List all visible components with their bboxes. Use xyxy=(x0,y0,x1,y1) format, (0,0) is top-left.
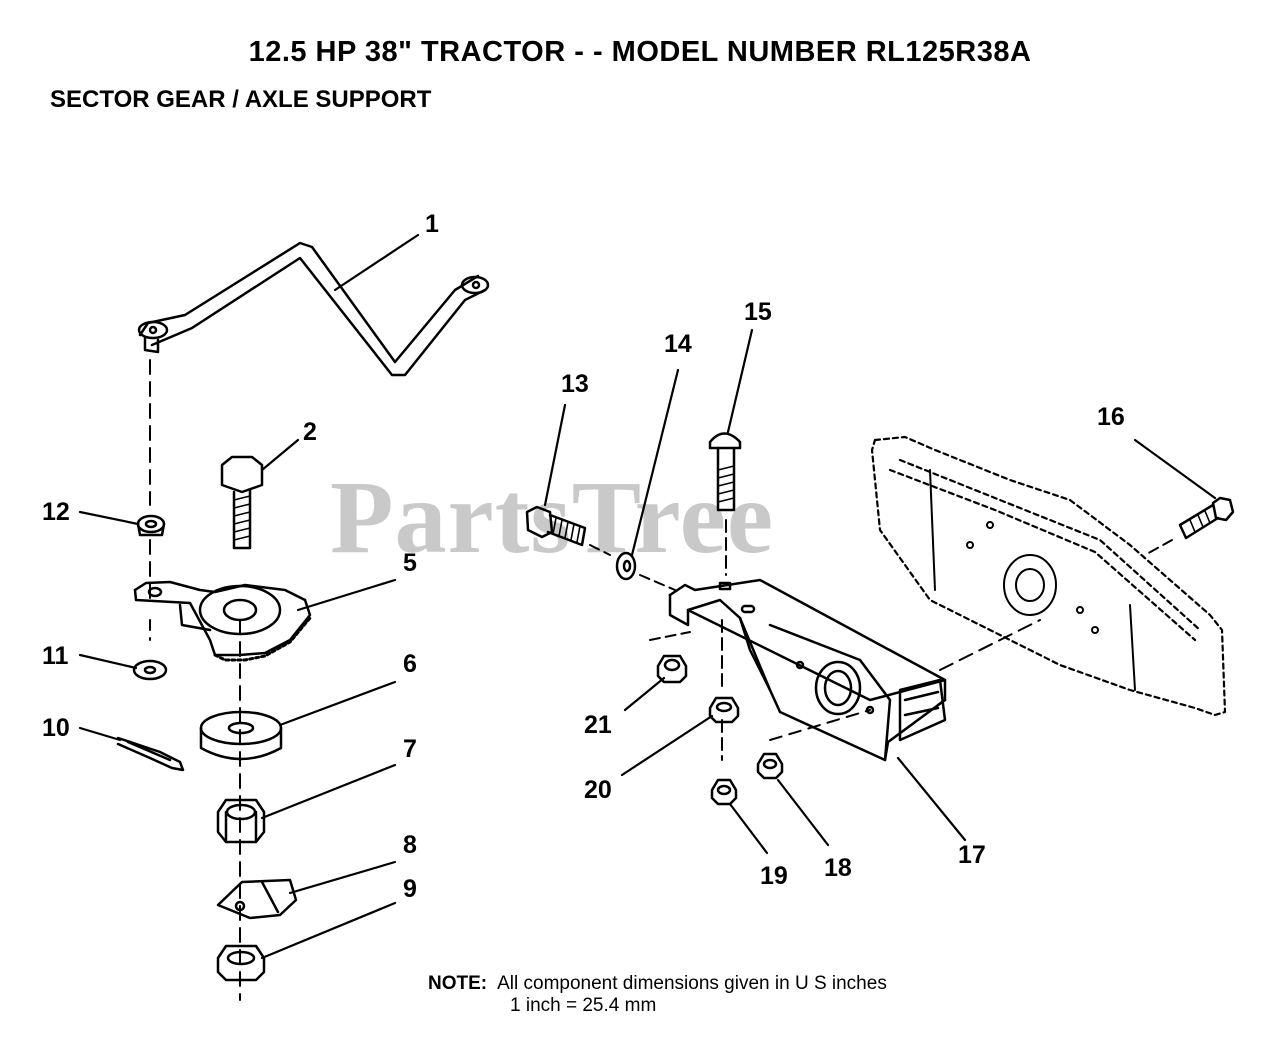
note-line-2: 1 inch = 25.4 mm xyxy=(510,995,657,1016)
callout-12: 12 xyxy=(42,498,70,526)
washer-part-11 xyxy=(132,659,168,681)
bolt-part xyxy=(220,455,264,550)
note-line-1: All component dimensions given in U S in… xyxy=(497,973,887,994)
diagram-title: 12.5 HP 38" TRACTOR - - MODEL NUMBER RL1… xyxy=(248,36,1032,68)
axle-support-part xyxy=(668,578,947,762)
callout-13: 13 xyxy=(561,370,589,398)
hex-nut-part-7 xyxy=(216,798,266,844)
callout-16: 16 xyxy=(1097,403,1125,431)
nut-part-21 xyxy=(656,654,688,684)
axle-reference xyxy=(870,435,1227,717)
leader-lines xyxy=(78,233,1217,960)
nut-part-18 xyxy=(756,752,784,780)
note-label: NOTE: xyxy=(428,973,488,994)
bolt-part-13 xyxy=(525,505,587,547)
dimension-note: NOTE: All component dimensions given in U… xyxy=(428,973,887,1017)
callout-1: 1 xyxy=(425,210,439,238)
callout-8: 8 xyxy=(403,831,417,859)
callout-20: 20 xyxy=(584,776,612,804)
callout-18: 18 xyxy=(824,854,852,882)
callout-7: 7 xyxy=(403,735,417,763)
callout-9: 9 xyxy=(403,875,417,903)
drag-link-part xyxy=(137,241,490,377)
callout-17: 17 xyxy=(958,841,986,869)
callout-2: 2 xyxy=(303,418,317,446)
bushing-part xyxy=(199,710,283,761)
hex-nut-part-9 xyxy=(216,944,266,982)
sector-gear-part xyxy=(133,580,312,662)
cotter-pin-part xyxy=(116,736,185,772)
bolt-part-16 xyxy=(1178,496,1235,540)
nut-part-19 xyxy=(710,778,738,806)
axle-reference-detail xyxy=(929,469,1136,691)
callout-14: 14 xyxy=(664,330,692,358)
clip-part xyxy=(216,878,298,920)
callout-21: 21 xyxy=(584,711,612,739)
callout-6: 6 xyxy=(403,650,417,678)
nut-part-20 xyxy=(708,696,740,724)
callout-11: 11 xyxy=(42,642,69,670)
callout-10: 10 xyxy=(42,714,70,742)
carriage-bolt-part xyxy=(708,432,742,512)
diagram-subtitle: SECTOR GEAR / AXLE SUPPORT xyxy=(50,86,432,113)
callout-5: 5 xyxy=(403,549,417,577)
nut-part-12 xyxy=(136,514,166,537)
callout-15: 15 xyxy=(744,298,772,326)
callout-19: 19 xyxy=(760,862,788,890)
washer-part-14 xyxy=(615,551,637,581)
